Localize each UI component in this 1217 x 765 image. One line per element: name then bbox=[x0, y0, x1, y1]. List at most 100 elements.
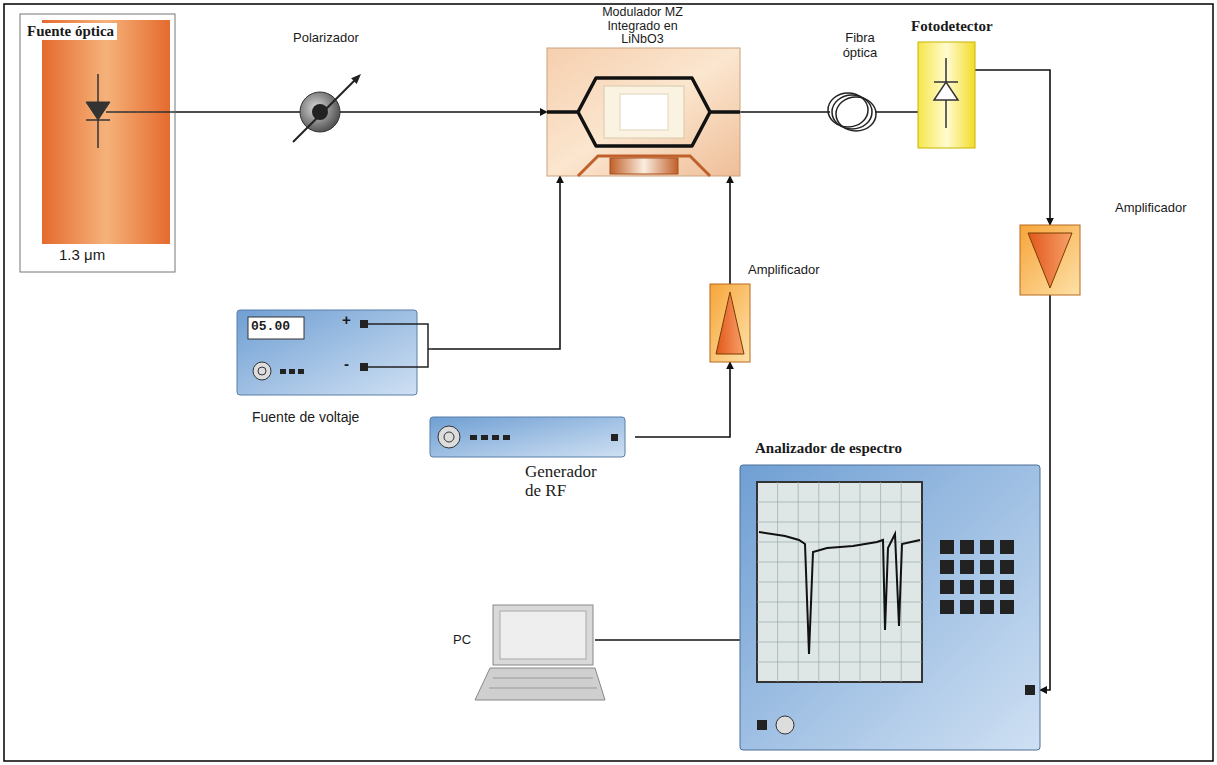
knob bbox=[253, 362, 271, 380]
rf-amplifier-art bbox=[700, 262, 820, 372]
signal-connector bbox=[729, 176, 731, 284]
amplifier-symbol bbox=[1028, 233, 1072, 288]
signal-connector bbox=[635, 362, 730, 437]
device-case bbox=[237, 310, 417, 395]
button bbox=[280, 369, 286, 374]
mz-modulator: Modulador MZ Integrado en LiNbO3 bbox=[540, 6, 745, 178]
signal-connector bbox=[432, 176, 560, 349]
keypad-key bbox=[940, 600, 954, 614]
polarizer-disc bbox=[300, 92, 340, 132]
signal-connector bbox=[740, 111, 830, 113]
grid-line bbox=[757, 542, 922, 543]
knob bbox=[438, 426, 460, 448]
source-housing bbox=[20, 14, 175, 272]
input-port bbox=[757, 720, 767, 730]
source-panel bbox=[42, 20, 170, 244]
label-text: - bbox=[344, 355, 349, 372]
signal-connector bbox=[875, 111, 918, 113]
diode-leads bbox=[86, 74, 175, 148]
keypad-key bbox=[960, 600, 974, 614]
laptop-screen bbox=[493, 605, 593, 665]
signal-connector bbox=[595, 639, 740, 641]
keypad-key bbox=[940, 580, 954, 594]
output-port bbox=[611, 434, 618, 441]
label-text: Modulador MZ Integrado en LiNbO3 bbox=[585, 6, 700, 47]
label-text: 1.3 μm bbox=[56, 246, 108, 263]
display bbox=[248, 317, 304, 339]
amplifier-symbol bbox=[716, 292, 744, 354]
button bbox=[481, 435, 488, 440]
device-case bbox=[430, 417, 625, 457]
grid-line bbox=[757, 522, 922, 523]
keypad-key bbox=[1000, 580, 1014, 594]
grid-line bbox=[757, 562, 922, 563]
detector-amplifier-art bbox=[1015, 200, 1210, 300]
signal-connector bbox=[175, 111, 300, 113]
label-text: + bbox=[342, 311, 351, 328]
fiber-coil bbox=[836, 97, 876, 131]
pc: PC bbox=[445, 600, 605, 725]
keypad-key bbox=[980, 560, 994, 574]
light-source: Fuente óptica 1.3 μm bbox=[20, 14, 175, 272]
terminal-wires bbox=[368, 324, 432, 367]
keypad-key bbox=[1000, 560, 1014, 574]
chip-inner-frame bbox=[604, 86, 684, 138]
button bbox=[503, 435, 510, 440]
keypad-key bbox=[980, 600, 994, 614]
signal-connector bbox=[975, 70, 1050, 225]
grid-line bbox=[757, 502, 922, 503]
amplifier-box bbox=[1020, 225, 1080, 295]
electrode bbox=[610, 158, 678, 174]
rf-generator: Generador de RF bbox=[425, 412, 635, 512]
label-text: Fibra óptica bbox=[832, 30, 888, 60]
grid-line bbox=[757, 662, 922, 663]
pc-art bbox=[445, 600, 605, 725]
polarizer-center bbox=[312, 104, 328, 120]
screen bbox=[757, 482, 922, 682]
keypad-key bbox=[960, 560, 974, 574]
chip-inner-pad bbox=[620, 94, 668, 130]
photodetector: Fotodetector bbox=[905, 18, 1015, 158]
terminal bbox=[360, 320, 368, 328]
knob bbox=[776, 716, 794, 734]
label-text: 05.00 bbox=[251, 319, 290, 334]
rotation-arrowhead bbox=[351, 74, 361, 84]
spectrum-trace bbox=[759, 532, 920, 654]
signal-connector bbox=[340, 111, 547, 113]
label-text: Generador de RF bbox=[525, 462, 615, 500]
spectrum-analyzer: Analizador de espectro bbox=[735, 440, 1045, 755]
detector-amplifier: Amplificador bbox=[1015, 200, 1210, 300]
spectrum-analyzer-art bbox=[735, 440, 1045, 755]
keypad-key bbox=[940, 560, 954, 574]
electrode-lines bbox=[578, 156, 710, 176]
button bbox=[289, 369, 295, 374]
label-text: Analizador de espectro bbox=[755, 440, 902, 457]
button bbox=[492, 435, 499, 440]
keypad-key bbox=[980, 580, 994, 594]
button bbox=[298, 369, 304, 374]
optical-fiber: Fibra óptica bbox=[820, 30, 900, 140]
keypad-key bbox=[960, 540, 974, 554]
knob bbox=[444, 432, 454, 442]
figure-frame bbox=[4, 4, 1213, 761]
rotation-arrow bbox=[293, 80, 355, 142]
keypad-key bbox=[980, 540, 994, 554]
knob bbox=[258, 367, 266, 375]
label-text: Polarizador bbox=[293, 30, 359, 45]
modulator-chip bbox=[547, 48, 740, 176]
fiber-coil bbox=[832, 95, 872, 129]
waveguide bbox=[547, 78, 740, 146]
grid-line bbox=[757, 622, 922, 623]
diode-symbol bbox=[86, 102, 110, 120]
photodiode-symbol bbox=[934, 82, 958, 100]
input-port bbox=[1025, 685, 1035, 695]
label-text: Fuente óptica bbox=[24, 23, 117, 40]
laptop-base bbox=[475, 668, 605, 700]
label-text: Fuente de voltaje bbox=[252, 409, 359, 425]
signal-connector bbox=[1040, 295, 1050, 690]
photodetector-art bbox=[905, 18, 1015, 158]
laptop-display bbox=[500, 611, 586, 659]
device-case bbox=[740, 465, 1040, 750]
rf-amplifier: Amplificador bbox=[700, 262, 822, 372]
terminal bbox=[360, 363, 368, 371]
